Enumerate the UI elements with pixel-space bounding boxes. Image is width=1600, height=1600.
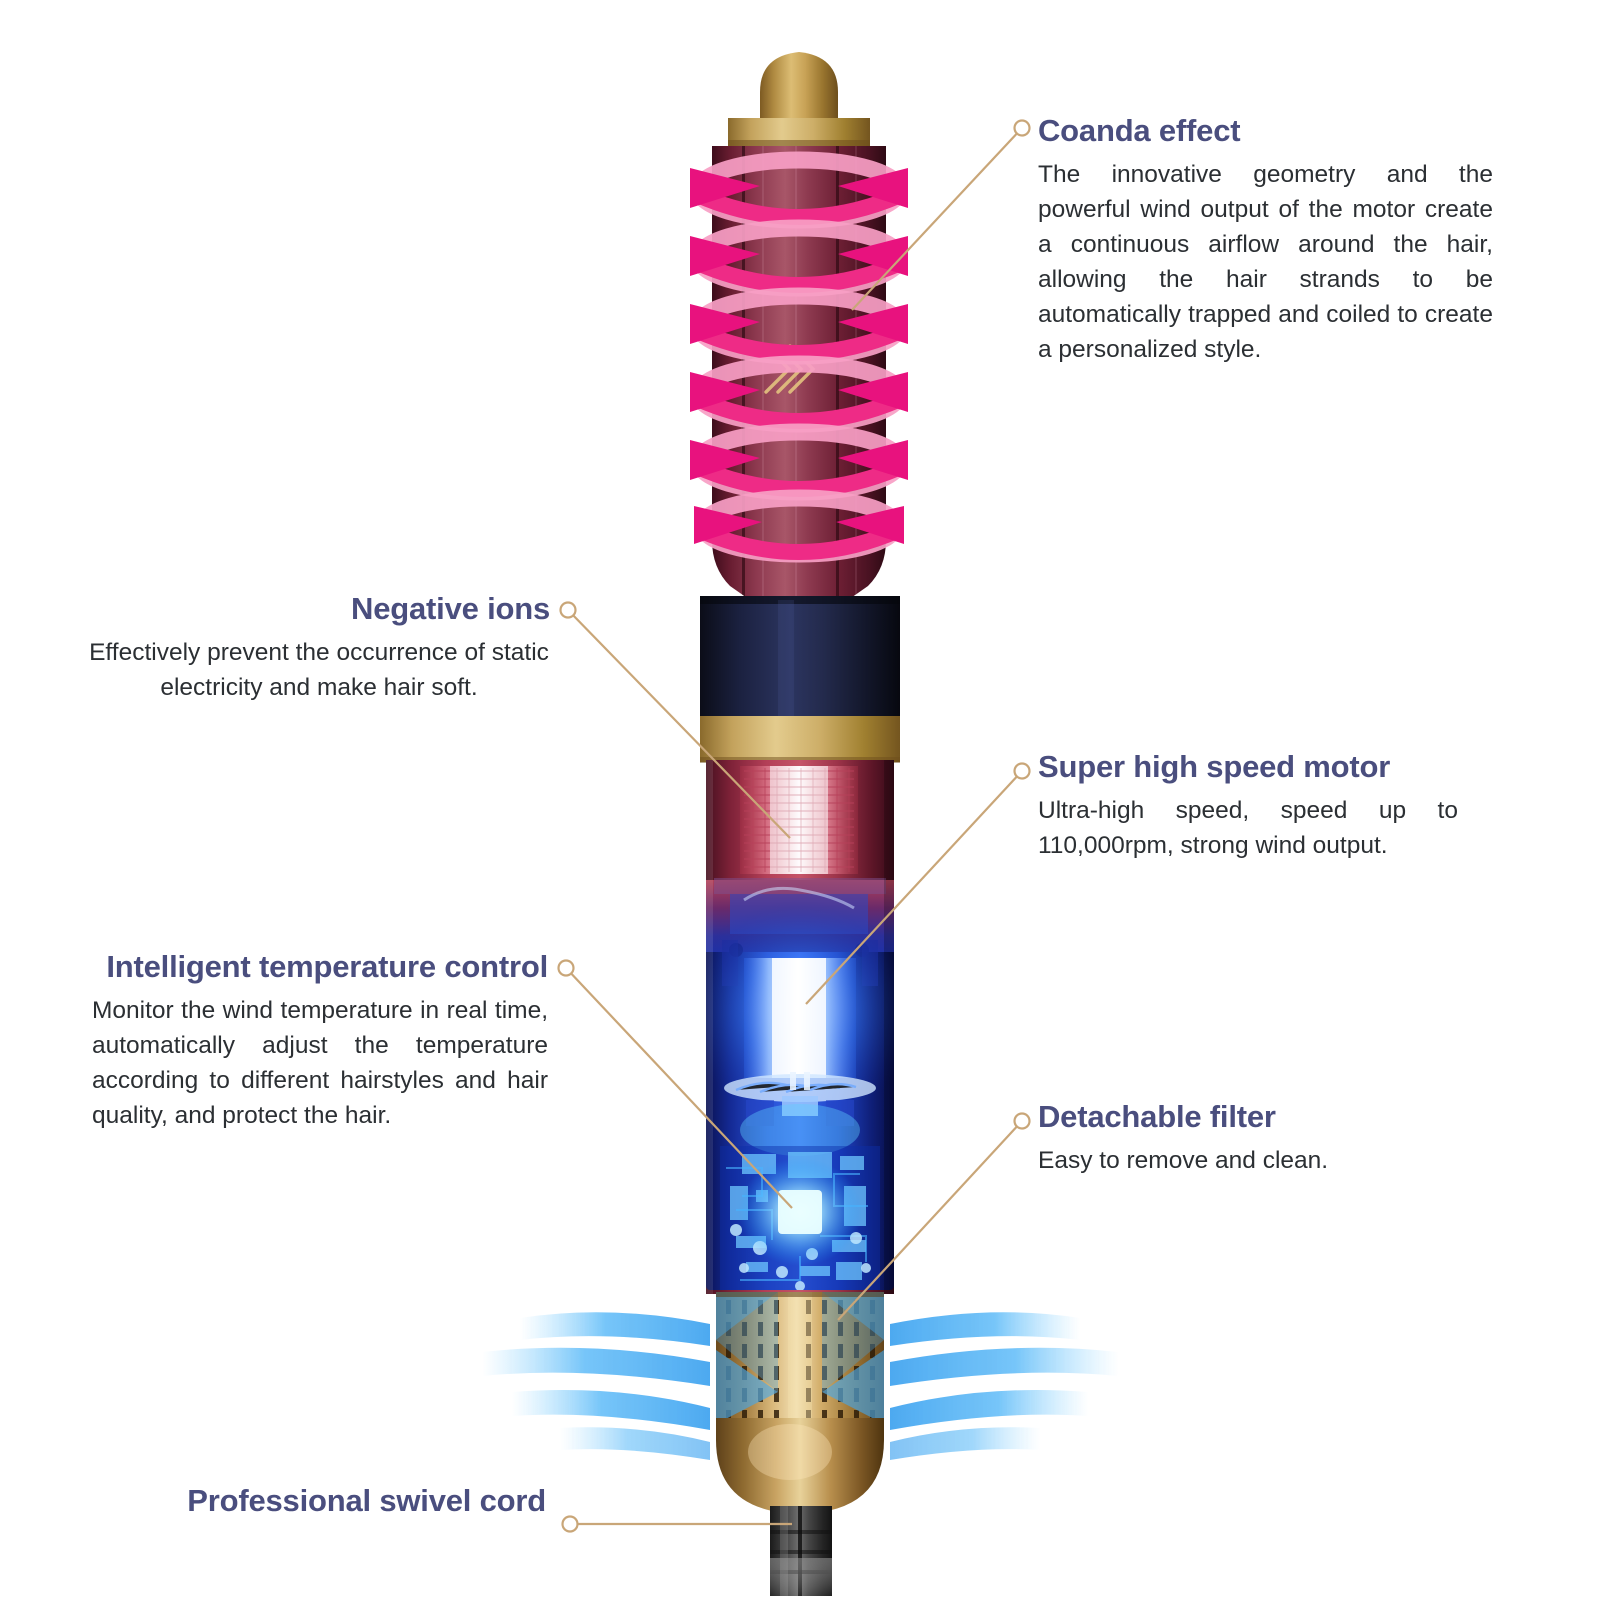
air-intake-streams [482,1312,1118,1460]
impeller [724,1072,876,1126]
leader-coanda [851,127,1023,311]
callout-body: Easy to remove and clean. [1038,1146,1329,1174]
handle-body [706,760,894,1294]
leader-dot-temperature [557,959,575,977]
barrel-chevron-icon [764,344,816,394]
leader-dot-ions [559,601,577,619]
motor-assembly [706,878,894,1156]
callout-intelligent-temperature-control: Intelligent temperature control Monitor … [92,948,548,1133]
navy-collar [700,596,900,718]
leader-motor [805,770,1023,1005]
barrel-collar [728,118,870,146]
leader-filter [837,1120,1023,1321]
callout-body: Monitor the wind temperature in real tim… [92,996,548,1129]
detachable-filter [716,1292,884,1424]
callout-negative-ions: Negative ions Effectively prevent the oc… [88,590,550,705]
callout-coanda-effect: Coanda effect The innovative geometry an… [1038,112,1493,367]
callout-title: Detachable filter [1038,1099,1276,1134]
handle-base [716,1418,884,1514]
callout-title: Super high speed motor [1038,749,1391,784]
swivel-cord [770,1506,832,1600]
airflow-loop [694,489,904,563]
gold-band [700,716,900,763]
airflow-loop [690,423,908,501]
callout-title: Intelligent temperature control [106,949,548,984]
airflow-loop [690,355,908,433]
heating-element [740,766,858,874]
barrel-attachment [712,52,886,600]
callout-title: Professional swivel cord [187,1483,546,1518]
leader-dot-motor [1013,762,1031,780]
airflow-loop [690,287,908,365]
leader-dot-coanda [1013,119,1031,137]
leader-dot-filter [1013,1112,1031,1130]
airflow-loop [690,219,908,297]
callout-super-high-speed-motor: Super high speed motor Ultra-high speed,… [1038,748,1458,863]
callout-body: Effectively prevent the occurrence of st… [89,638,549,701]
airflow-loop [690,151,908,229]
callout-body: Ultra-high speed, speed up to 110,000rpm… [1038,796,1458,859]
filter-perforations [716,1292,884,1424]
coanda-airflow-spirals [690,151,908,563]
circuit-board [720,1146,880,1290]
callout-body: The innovative geometry and the powerful… [1038,160,1493,363]
callout-title: Negative ions [351,591,550,626]
barrel-tip [760,52,838,120]
leader-temperature [565,967,793,1209]
callout-detachable-filter: Detachable filter Easy to remove and cle… [1038,1098,1458,1178]
leader-dot-cord [561,1515,579,1533]
callout-professional-swivel-cord: Professional swivel cord [148,1482,546,1521]
barrel-shaft [712,146,886,600]
callout-title: Coanda effect [1038,113,1241,148]
leader-ions [567,609,791,839]
